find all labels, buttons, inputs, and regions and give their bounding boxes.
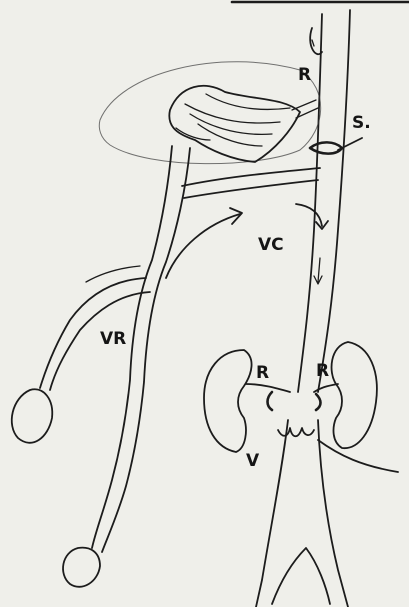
transverse-vessels bbox=[182, 168, 320, 198]
label-r-top: R bbox=[298, 65, 311, 85]
renal-connectors bbox=[246, 384, 338, 410]
left-upper-circle bbox=[12, 389, 52, 442]
label-r-right: R bbox=[316, 361, 329, 381]
right-kidney bbox=[332, 342, 377, 448]
label-v-bottom: V bbox=[246, 451, 260, 471]
curved-arrow-right bbox=[296, 204, 328, 229]
curved-arrow-left bbox=[166, 208, 242, 278]
left-kidney bbox=[204, 350, 252, 452]
label-vr: VR bbox=[100, 329, 126, 349]
bifurcation-squiggle bbox=[278, 428, 314, 436]
left-branch-upper bbox=[40, 266, 150, 390]
label-r-left: R bbox=[256, 363, 269, 383]
lower-vessel bbox=[256, 420, 348, 607]
tick-mark bbox=[312, 40, 314, 46]
s-pointer-line bbox=[338, 138, 362, 150]
clamp-band bbox=[310, 142, 342, 153]
left-vessel-vr bbox=[92, 146, 190, 552]
bottom-circle bbox=[63, 548, 100, 587]
shaded-lobe bbox=[169, 86, 318, 162]
down-arrow bbox=[314, 258, 322, 284]
bottom-pointer-line bbox=[318, 440, 398, 472]
label-vc: VC bbox=[258, 235, 284, 255]
label-s: S. bbox=[352, 113, 371, 133]
